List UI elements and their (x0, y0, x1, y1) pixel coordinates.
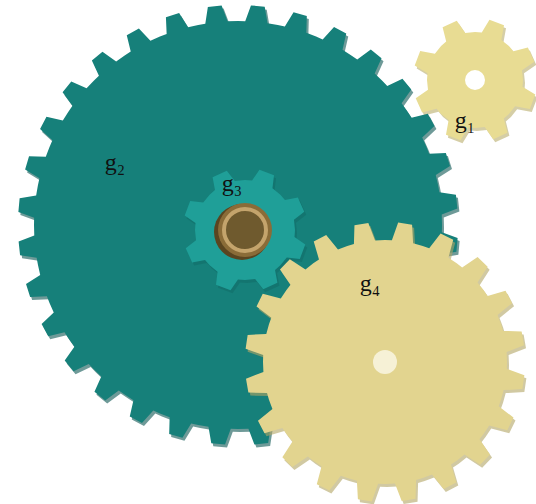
axle-hub (218, 203, 272, 257)
gear-label: g₃ (222, 171, 242, 195)
gear-body (415, 20, 536, 141)
gear-label: g₂ (105, 150, 125, 174)
gear-label: g₄ (360, 271, 380, 295)
axle-hole (373, 350, 397, 374)
gear-label: g₁ (455, 108, 475, 132)
gear-body (246, 223, 525, 502)
gear-outline (239, 216, 531, 504)
driven-gear: g₄ (239, 216, 531, 504)
axle-ring (224, 209, 266, 251)
axle-hole (465, 70, 485, 90)
